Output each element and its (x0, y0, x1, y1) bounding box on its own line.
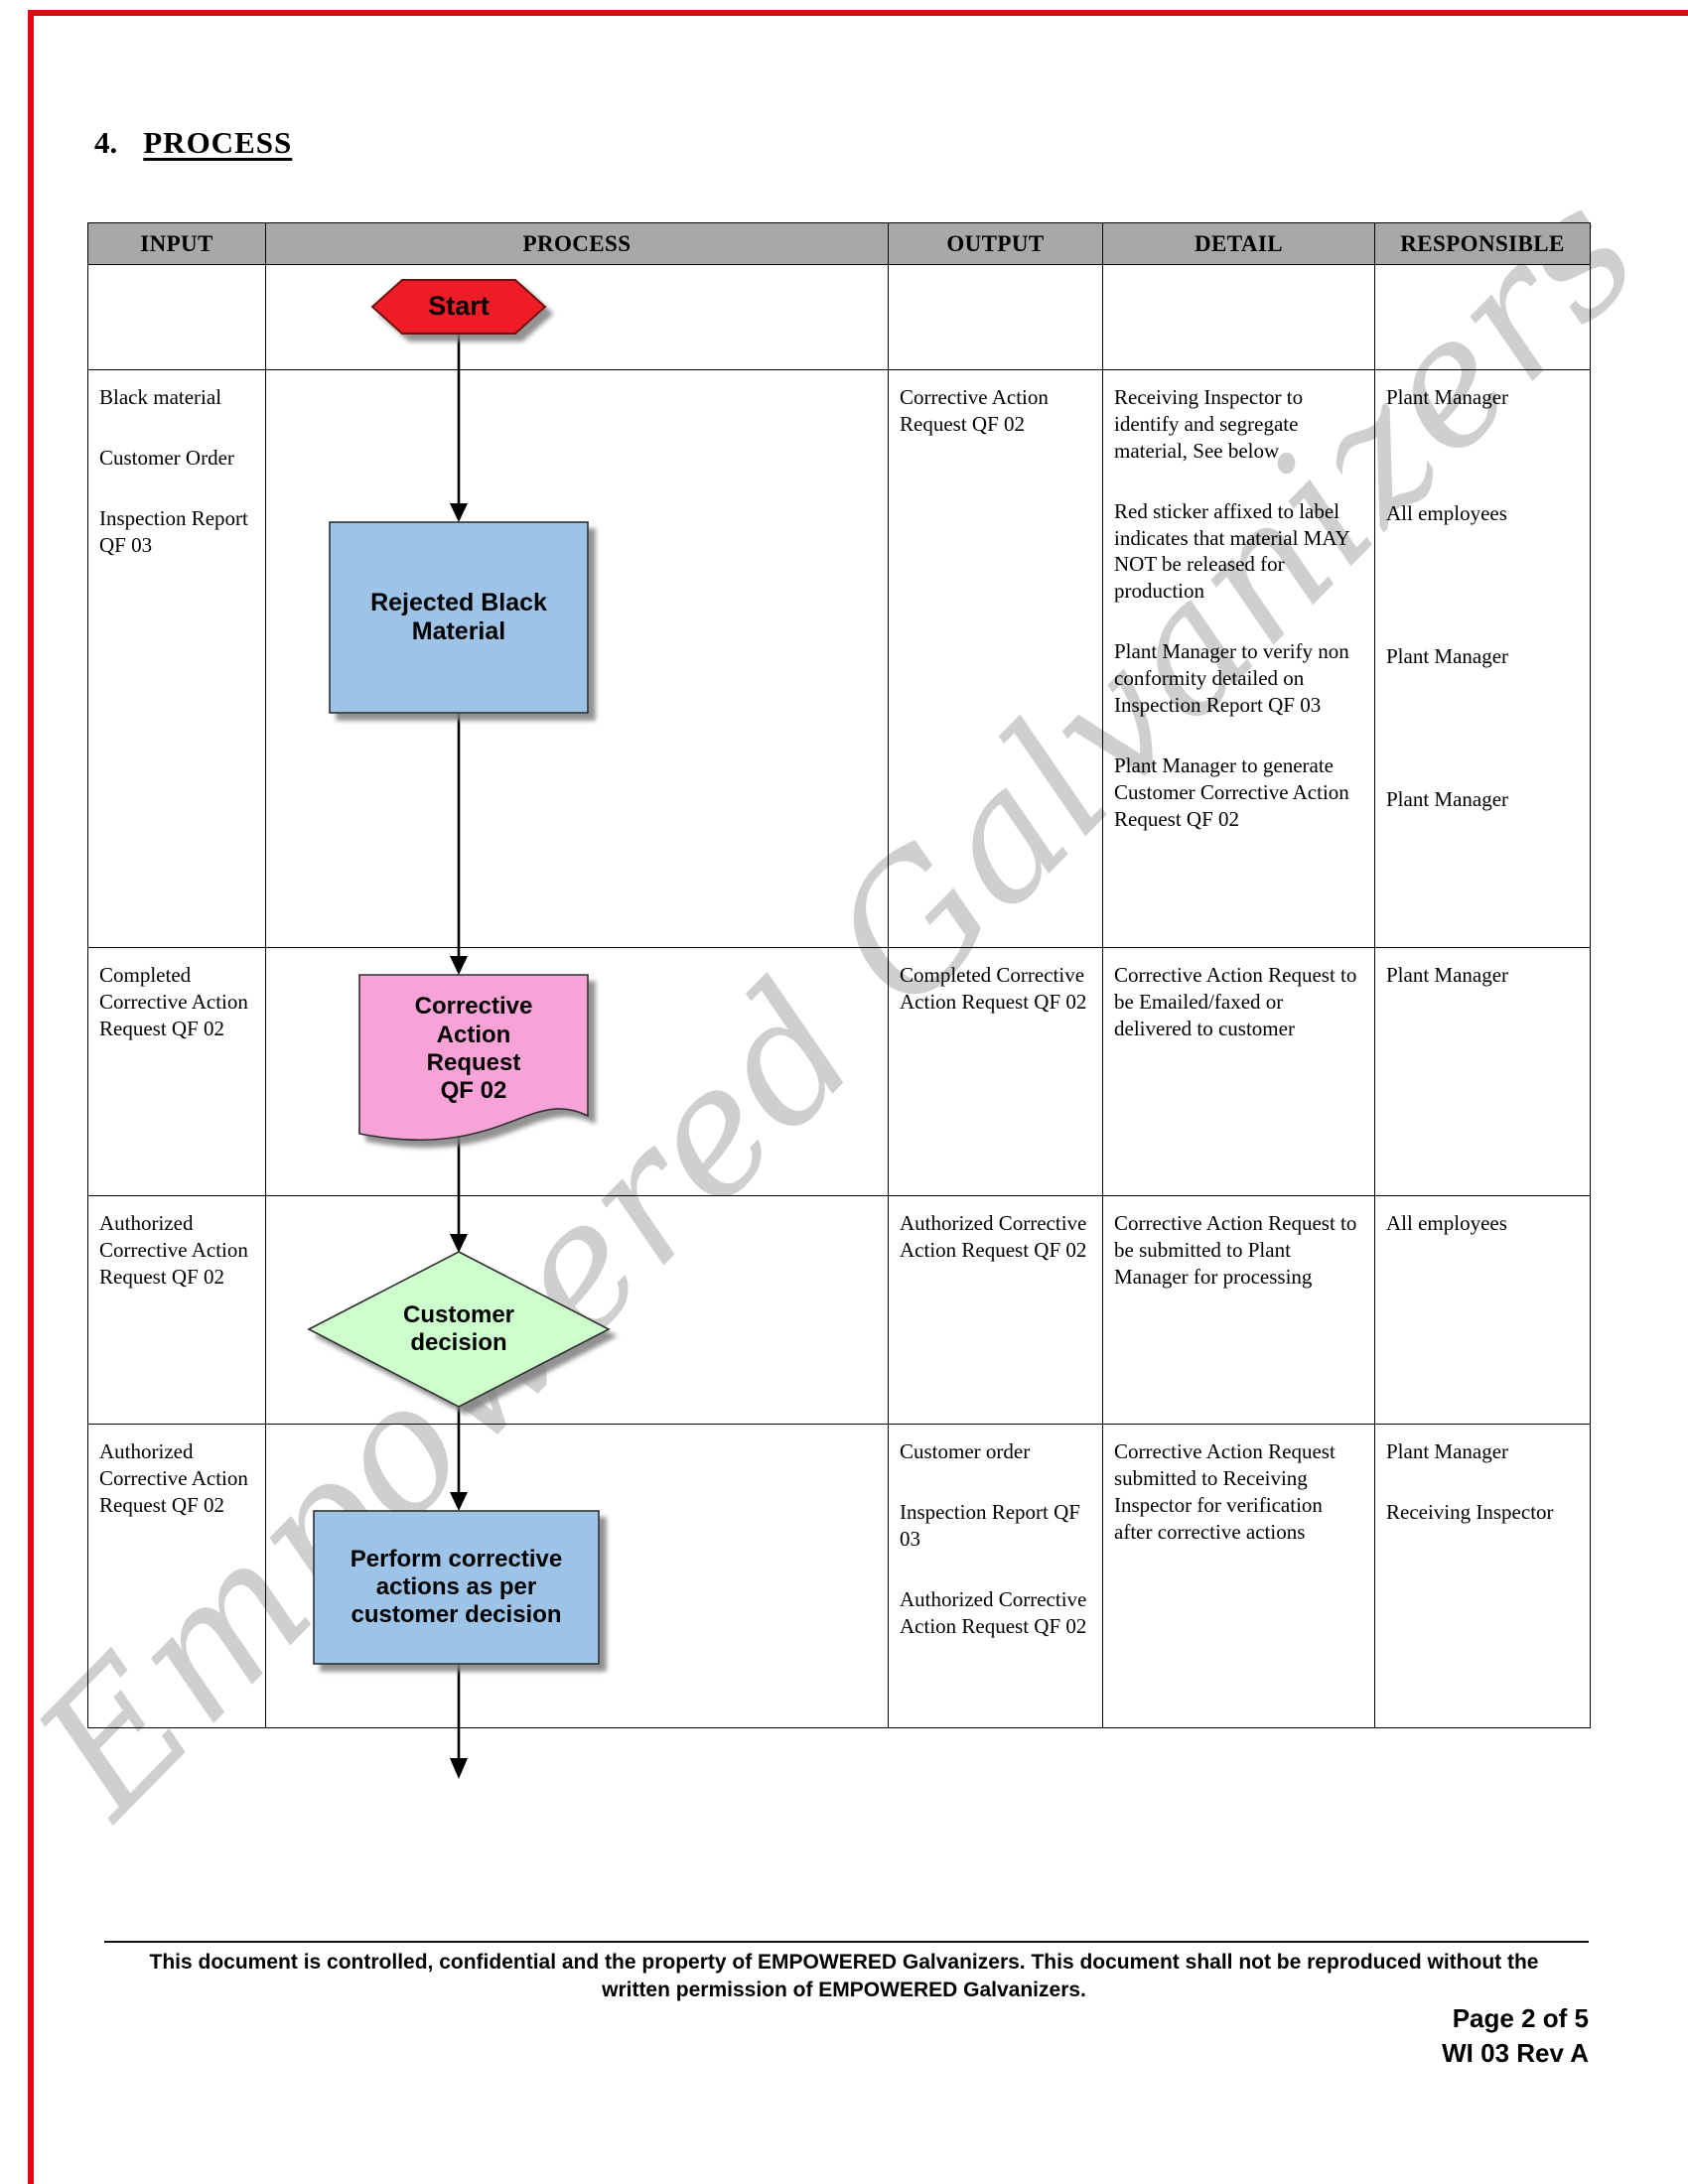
detail-cell-start (1103, 265, 1375, 370)
page-number: Page 2 of 5 (1452, 2003, 1589, 2033)
responsible-item: Plant Manager (1386, 786, 1509, 811)
start-label: Start (428, 291, 490, 322)
detail-item: Red sticker affixed to label indicates t… (1114, 498, 1349, 604)
arrowhead-icon (450, 1492, 468, 1511)
output-item: Corrective Action Request QF 02 (900, 385, 1049, 436)
output-item: Completed Corrective Action Request QF 0… (900, 963, 1087, 1014)
output-cell-row4: Authorized Corrective Action Request QF … (889, 1196, 1103, 1425)
section-number: 4. (94, 125, 118, 160)
responsible-item: All employees (1386, 1211, 1507, 1235)
page-border-top (28, 10, 1688, 16)
responsible-item: Plant Manager (1386, 1439, 1509, 1463)
perform-corrective-actions-label: Perform corrective actions as per custom… (350, 1545, 563, 1629)
footer-line-1: This document is controlled, confidentia… (149, 1951, 1539, 1974)
column-header-process: PROCESS (266, 223, 889, 265)
arrowhead-icon (450, 503, 468, 522)
detail-item: Corrective Action Request submitted to R… (1114, 1439, 1336, 1544)
input-item: Authorized Corrective Action Request QF … (99, 1439, 248, 1517)
process-cell-row2 (266, 370, 889, 948)
input-item: Completed Corrective Action Request QF 0… (99, 963, 248, 1040)
footer-line-2: written permission of EMPOWERED Galvaniz… (602, 1979, 1086, 2002)
arrowhead-icon (450, 1234, 468, 1253)
input-item: Customer Order (99, 445, 234, 470)
output-cell-row3: Completed Corrective Action Request QF 0… (889, 948, 1103, 1196)
process-table: INPUT PROCESS OUTPUT DETAIL RESPONSIBLE … (87, 222, 1591, 1728)
detail-item: Plant Manager to generate Customer Corre… (1114, 752, 1349, 831)
corrective-action-request-document-shape (358, 974, 589, 1142)
responsible-item: All employees (1386, 500, 1507, 525)
responsible-cell-row2: Plant Manager All employees Plant Manage… (1375, 370, 1591, 948)
column-header-responsible: RESPONSIBLE (1375, 223, 1591, 265)
detail-item: Receiving Inspector to identify and segr… (1114, 385, 1304, 463)
section-title: PROCESS (143, 125, 293, 160)
page-reference-block: Page 2 of 5 WI 03 Rev A (1442, 2001, 1589, 2071)
process-cell-row4 (266, 1196, 889, 1425)
input-item: Inspection Report QF 03 (99, 505, 248, 557)
start-terminator-shape (370, 279, 547, 335)
responsible-cell-row4: All employees (1375, 1196, 1591, 1425)
footer-divider (104, 1941, 1589, 1943)
detail-cell-row5: Corrective Action Request submitted to R… (1103, 1425, 1375, 1728)
flowchart-overlay: Start Rejected Black Material Corrective… (265, 264, 888, 1798)
page-border-left (28, 10, 34, 2184)
detail-item: Corrective Action Request to be submitte… (1114, 1211, 1357, 1289)
detail-item: Corrective Action Request to be Emailed/… (1114, 963, 1357, 1040)
input-cell-row3: Completed Corrective Action Request QF 0… (88, 948, 266, 1196)
corrective-action-request-label: Corrective Action Request QF 02 (414, 993, 533, 1105)
arrowhead-icon (450, 956, 468, 975)
input-cell-row4: Authorized Corrective Action Request QF … (88, 1196, 266, 1425)
responsible-cell-row3: Plant Manager (1375, 948, 1591, 1196)
rejected-material-box-shape (329, 521, 589, 714)
process-cell-row3 (266, 948, 889, 1196)
output-cell-start (889, 265, 1103, 370)
arrowhead-icon (450, 1758, 468, 1779)
flowchart-canvas (307, 279, 611, 1779)
detail-cell-row2: Receiving Inspector to identify and segr… (1103, 370, 1375, 948)
responsible-item: Plant Manager (1386, 385, 1509, 409)
input-cell-start (88, 265, 266, 370)
detail-cell-row4: Corrective Action Request to be submitte… (1103, 1196, 1375, 1425)
output-cell-row2: Corrective Action Request QF 02 (889, 370, 1103, 948)
input-item: Black material (99, 385, 222, 409)
output-item: Authorized Corrective Action Request QF … (900, 1586, 1087, 1638)
perform-corrective-actions-box-shape (313, 1510, 600, 1665)
output-item: Inspection Report QF 03 (900, 1499, 1080, 1551)
output-cell-row5: Customer order Inspection Report QF 03 A… (889, 1425, 1103, 1728)
responsible-item: Plant Manager (1386, 643, 1509, 668)
responsible-item: Receiving Inspector (1386, 1499, 1554, 1524)
responsible-item: Plant Manager (1386, 963, 1509, 987)
input-cell-row5: Authorized Corrective Action Request QF … (88, 1425, 266, 1728)
column-header-detail: DETAIL (1103, 223, 1375, 265)
customer-decision-label: Customer decision (402, 1300, 515, 1356)
output-item: Authorized Corrective Action Request QF … (900, 1211, 1087, 1262)
detail-cell-row3: Corrective Action Request to be Emailed/… (1103, 948, 1375, 1196)
rejected-material-label: Rejected Black Material (370, 588, 547, 646)
process-cell-row5 (266, 1425, 889, 1728)
column-header-input: INPUT (88, 223, 266, 265)
responsible-cell-row5: Plant Manager Receiving Inspector (1375, 1425, 1591, 1728)
output-item: Customer order (900, 1439, 1031, 1463)
document-reference: WI 03 Rev A (1442, 2038, 1589, 2069)
section-heading: 4. PROCESS (94, 125, 292, 161)
input-cell-row2: Black material Customer Order Inspection… (88, 370, 266, 948)
detail-item: Plant Manager to verify non conformity d… (1114, 639, 1349, 717)
customer-decision-diamond-shape (307, 1251, 611, 1408)
responsible-cell-start (1375, 265, 1591, 370)
input-item: Authorized Corrective Action Request QF … (99, 1211, 248, 1289)
footer-confidentiality-notice: This document is controlled, confidentia… (0, 1949, 1688, 2005)
flow-arrowheads (450, 503, 468, 1779)
column-header-output: OUTPUT (889, 223, 1103, 265)
process-cell-start (266, 265, 889, 370)
